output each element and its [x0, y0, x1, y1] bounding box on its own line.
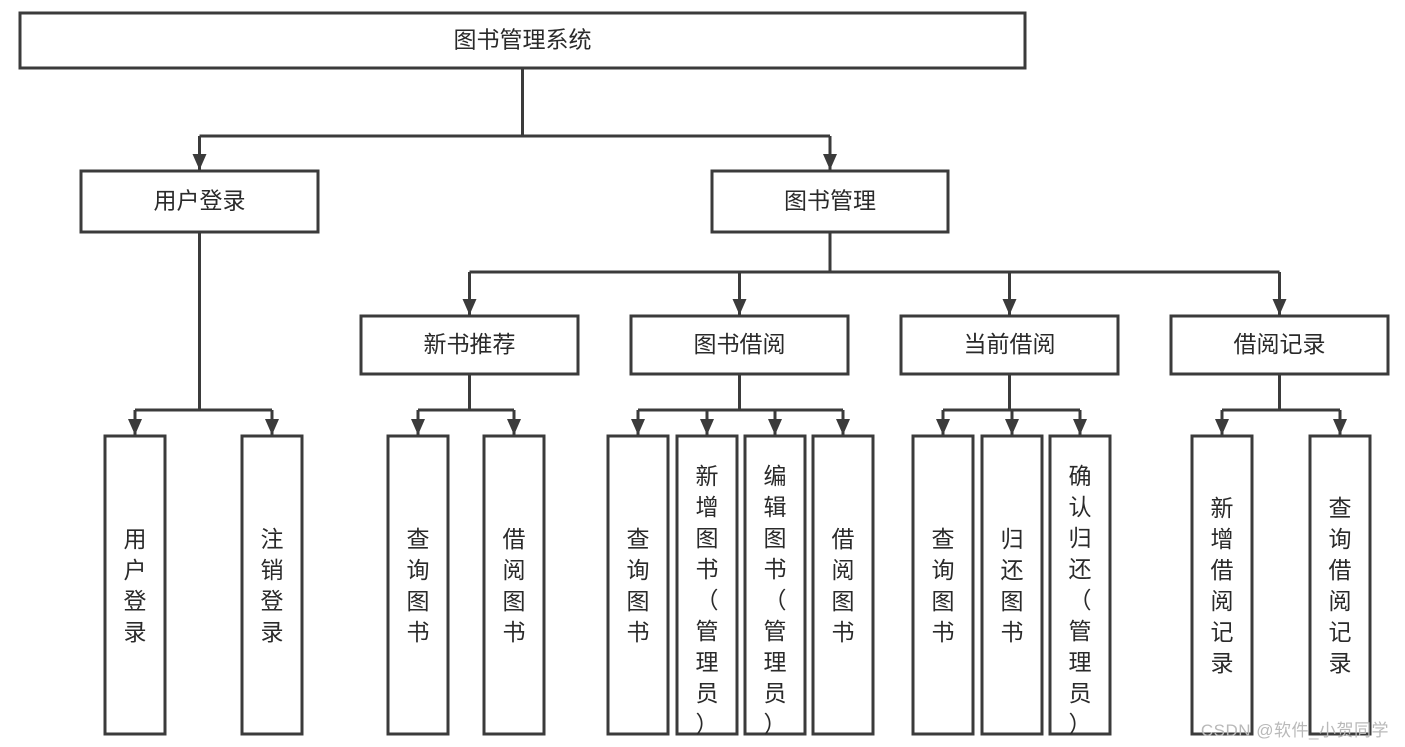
arrow-head-icon — [836, 419, 850, 435]
connector-layer — [128, 68, 1347, 435]
node-box[interactable] — [1169, 314, 1390, 376]
node-box[interactable] — [629, 314, 850, 376]
node-label: 图书管理系统 — [454, 27, 592, 53]
node-label: 查询图书 — [932, 526, 955, 645]
node-label: 借阅图书 — [832, 526, 855, 645]
node-label: 用户登录 — [154, 188, 246, 214]
node-label: 借阅记录 — [1234, 331, 1326, 357]
node-confirm-return[interactable]: 确认归还（管理员） — [1048, 434, 1112, 737]
node-label: 图书借阅 — [694, 331, 786, 357]
node-box[interactable] — [103, 434, 167, 736]
node-user-login[interactable]: 用户登录 — [79, 169, 320, 234]
node-box[interactable] — [710, 169, 950, 234]
node-book-manage[interactable]: 图书管理 — [710, 169, 950, 234]
node-box[interactable] — [743, 434, 807, 736]
node-query-borrow-record[interactable]: 查询借阅记录 — [1308, 434, 1372, 736]
node-book-borrow[interactable]: 图书借阅 — [629, 314, 850, 376]
arrow-head-icon — [1333, 419, 1347, 435]
node-box[interactable] — [911, 434, 975, 736]
arrow-head-icon — [732, 299, 747, 315]
node-logout[interactable]: 注销登录 — [240, 434, 304, 736]
arrow-head-icon — [507, 419, 521, 435]
node-query-book-2[interactable]: 查询图书 — [606, 434, 670, 736]
node-borrow-book-2[interactable]: 借阅图书 — [811, 434, 875, 736]
arrow-head-icon — [411, 419, 425, 435]
arrow-head-icon — [700, 419, 714, 435]
arrow-head-icon — [936, 419, 950, 435]
node-add-book[interactable]: 新增图书（管理员） — [675, 434, 739, 737]
node-box[interactable] — [675, 434, 739, 736]
arrow-head-icon — [1005, 419, 1019, 435]
node-box[interactable] — [482, 434, 546, 736]
node-box[interactable] — [79, 169, 320, 234]
node-label: 当前借阅 — [964, 331, 1056, 357]
arrow-head-icon — [265, 419, 279, 435]
node-label: 新增借阅记录 — [1211, 495, 1234, 676]
arrow-head-icon — [1215, 419, 1229, 435]
node-label: 查询借阅记录 — [1329, 495, 1352, 676]
node-box[interactable] — [811, 434, 875, 736]
node-图书管理系统[interactable]: 图书管理系统 — [18, 11, 1027, 70]
node-box[interactable] — [980, 434, 1044, 736]
arrow-head-icon — [1002, 299, 1017, 315]
node-label: 注销登录 — [261, 526, 284, 645]
node-query-book-3[interactable]: 查询图书 — [911, 434, 975, 736]
arrow-head-icon — [823, 154, 837, 170]
node-label: 编辑图书（管理员） — [764, 463, 787, 737]
node-label: 归还图书 — [1001, 526, 1024, 645]
node-label: 图书管理 — [784, 188, 876, 214]
node-current-borrow[interactable]: 当前借阅 — [899, 314, 1120, 376]
node-label: 确认归还（管理员） — [1069, 463, 1092, 737]
node-edit-book[interactable]: 编辑图书（管理员） — [743, 434, 807, 737]
node-box[interactable] — [1308, 434, 1372, 736]
node-box[interactable] — [1190, 434, 1254, 736]
node-add-borrow-record[interactable]: 新增借阅记录 — [1190, 434, 1254, 736]
arrow-head-icon — [1272, 299, 1287, 315]
arrow-head-icon — [192, 154, 207, 170]
node-label: 新书推荐 — [424, 331, 516, 357]
arrow-head-icon — [631, 419, 645, 435]
node-box[interactable] — [359, 314, 580, 376]
node-label: 查询图书 — [407, 526, 430, 645]
node-box[interactable] — [899, 314, 1120, 376]
arrow-head-icon — [768, 419, 782, 435]
node-box[interactable] — [240, 434, 304, 736]
node-borrow-book-1[interactable]: 借阅图书 — [482, 434, 546, 736]
node-return-book[interactable]: 归还图书 — [980, 434, 1044, 736]
arrow-head-icon — [462, 299, 477, 315]
node-label: 借阅图书 — [503, 526, 526, 645]
node-box[interactable] — [18, 11, 1027, 70]
node-login[interactable]: 用户登录 — [103, 434, 167, 736]
arrow-head-icon — [128, 419, 142, 435]
arrow-head-icon — [1073, 419, 1087, 435]
node-layer: 图书管理系统用户登录图书管理用户登录注销登录新书推荐查询图书借阅图书图书借阅查询… — [18, 11, 1390, 737]
node-new-book-recommend[interactable]: 新书推荐 — [359, 314, 580, 376]
node-label: 用户登录 — [124, 526, 147, 645]
node-box[interactable] — [1048, 434, 1112, 736]
node-label: 查询图书 — [627, 526, 650, 645]
node-label: 新增图书（管理员） — [696, 463, 719, 737]
node-borrow-record[interactable]: 借阅记录 — [1169, 314, 1390, 376]
node-box[interactable] — [386, 434, 450, 736]
node-query-book-1[interactable]: 查询图书 — [386, 434, 450, 736]
node-box[interactable] — [606, 434, 670, 736]
